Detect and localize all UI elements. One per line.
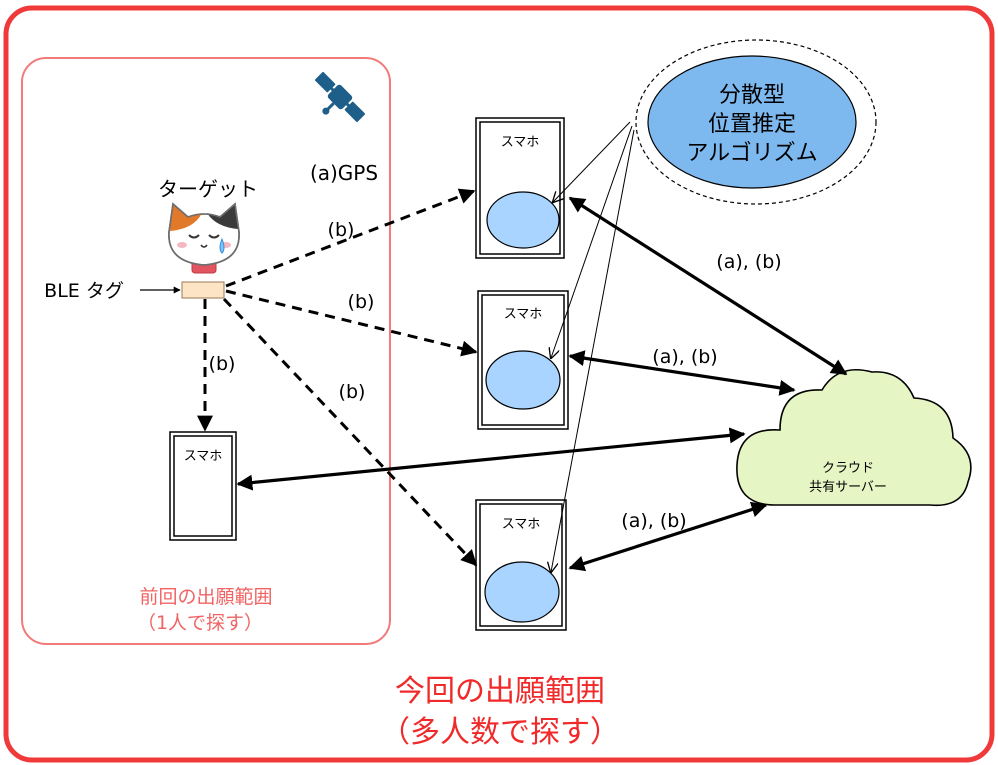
arrow-tag-to-phone4: [222, 297, 478, 567]
algorithm-label-line3: アルゴリズム: [686, 141, 817, 166]
b-label-phone1: (b): [328, 219, 355, 241]
arrow-tag-to-phone2: [225, 289, 478, 357]
previous-scope-boundary: [21, 57, 391, 645]
ble-tag: [181, 281, 225, 299]
arrow-phone4-cloud: [568, 501, 768, 572]
arrow-tag-to-phone1: [225, 188, 476, 288]
arrow-phone2-cloud: [568, 350, 796, 396]
smartphone-2: [477, 290, 569, 430]
arrow-phone3-cloud: [236, 427, 746, 491]
ab-label-phone2: (a), (b): [652, 346, 717, 368]
b-label-phone4: (b): [339, 381, 366, 403]
cat-face-icon: [168, 202, 240, 274]
algorithm-label-line1: 分散型: [719, 83, 785, 108]
ab-label-phone1: (a), (b): [716, 251, 781, 273]
phone3-label: スマホ: [184, 449, 223, 464]
phone4-label: スマホ: [502, 517, 541, 532]
b-label-phone3: (b): [209, 353, 236, 375]
algo-line-phone1: [553, 121, 631, 202]
target-label: ターゲット: [158, 177, 258, 201]
current-scope-caption-line2: （多人数で探す）: [380, 715, 620, 750]
algorithm-label-line2: 位置推定: [708, 112, 796, 137]
ble-tag-label: BLE タグ: [44, 280, 124, 302]
algorithm-node: [647, 55, 857, 189]
previous-scope-caption-line2: （1人で探す）: [137, 612, 263, 634]
cloud-label-line1: クラウド: [822, 461, 874, 476]
cloud-label-line2: 共有サーバー: [809, 480, 887, 495]
ab-label-phone4: (a), (b): [621, 510, 686, 532]
satellite-icon: [314, 71, 366, 123]
gps-label: (a)GPS: [310, 161, 378, 185]
b-label-phone2: (b): [348, 291, 375, 313]
current-scope-boundary: [3, 5, 995, 763]
phone1-label: スマホ: [501, 135, 540, 150]
phone2-label: スマホ: [504, 307, 543, 322]
smartphone-1: [475, 117, 565, 259]
current-scope-caption-line1: 今回の出願範囲: [395, 674, 605, 709]
arrow-phone1-cloud: [568, 196, 848, 376]
previous-scope-caption-line1: 前回の出願範囲: [139, 586, 272, 608]
smartphone-3: [169, 431, 237, 541]
